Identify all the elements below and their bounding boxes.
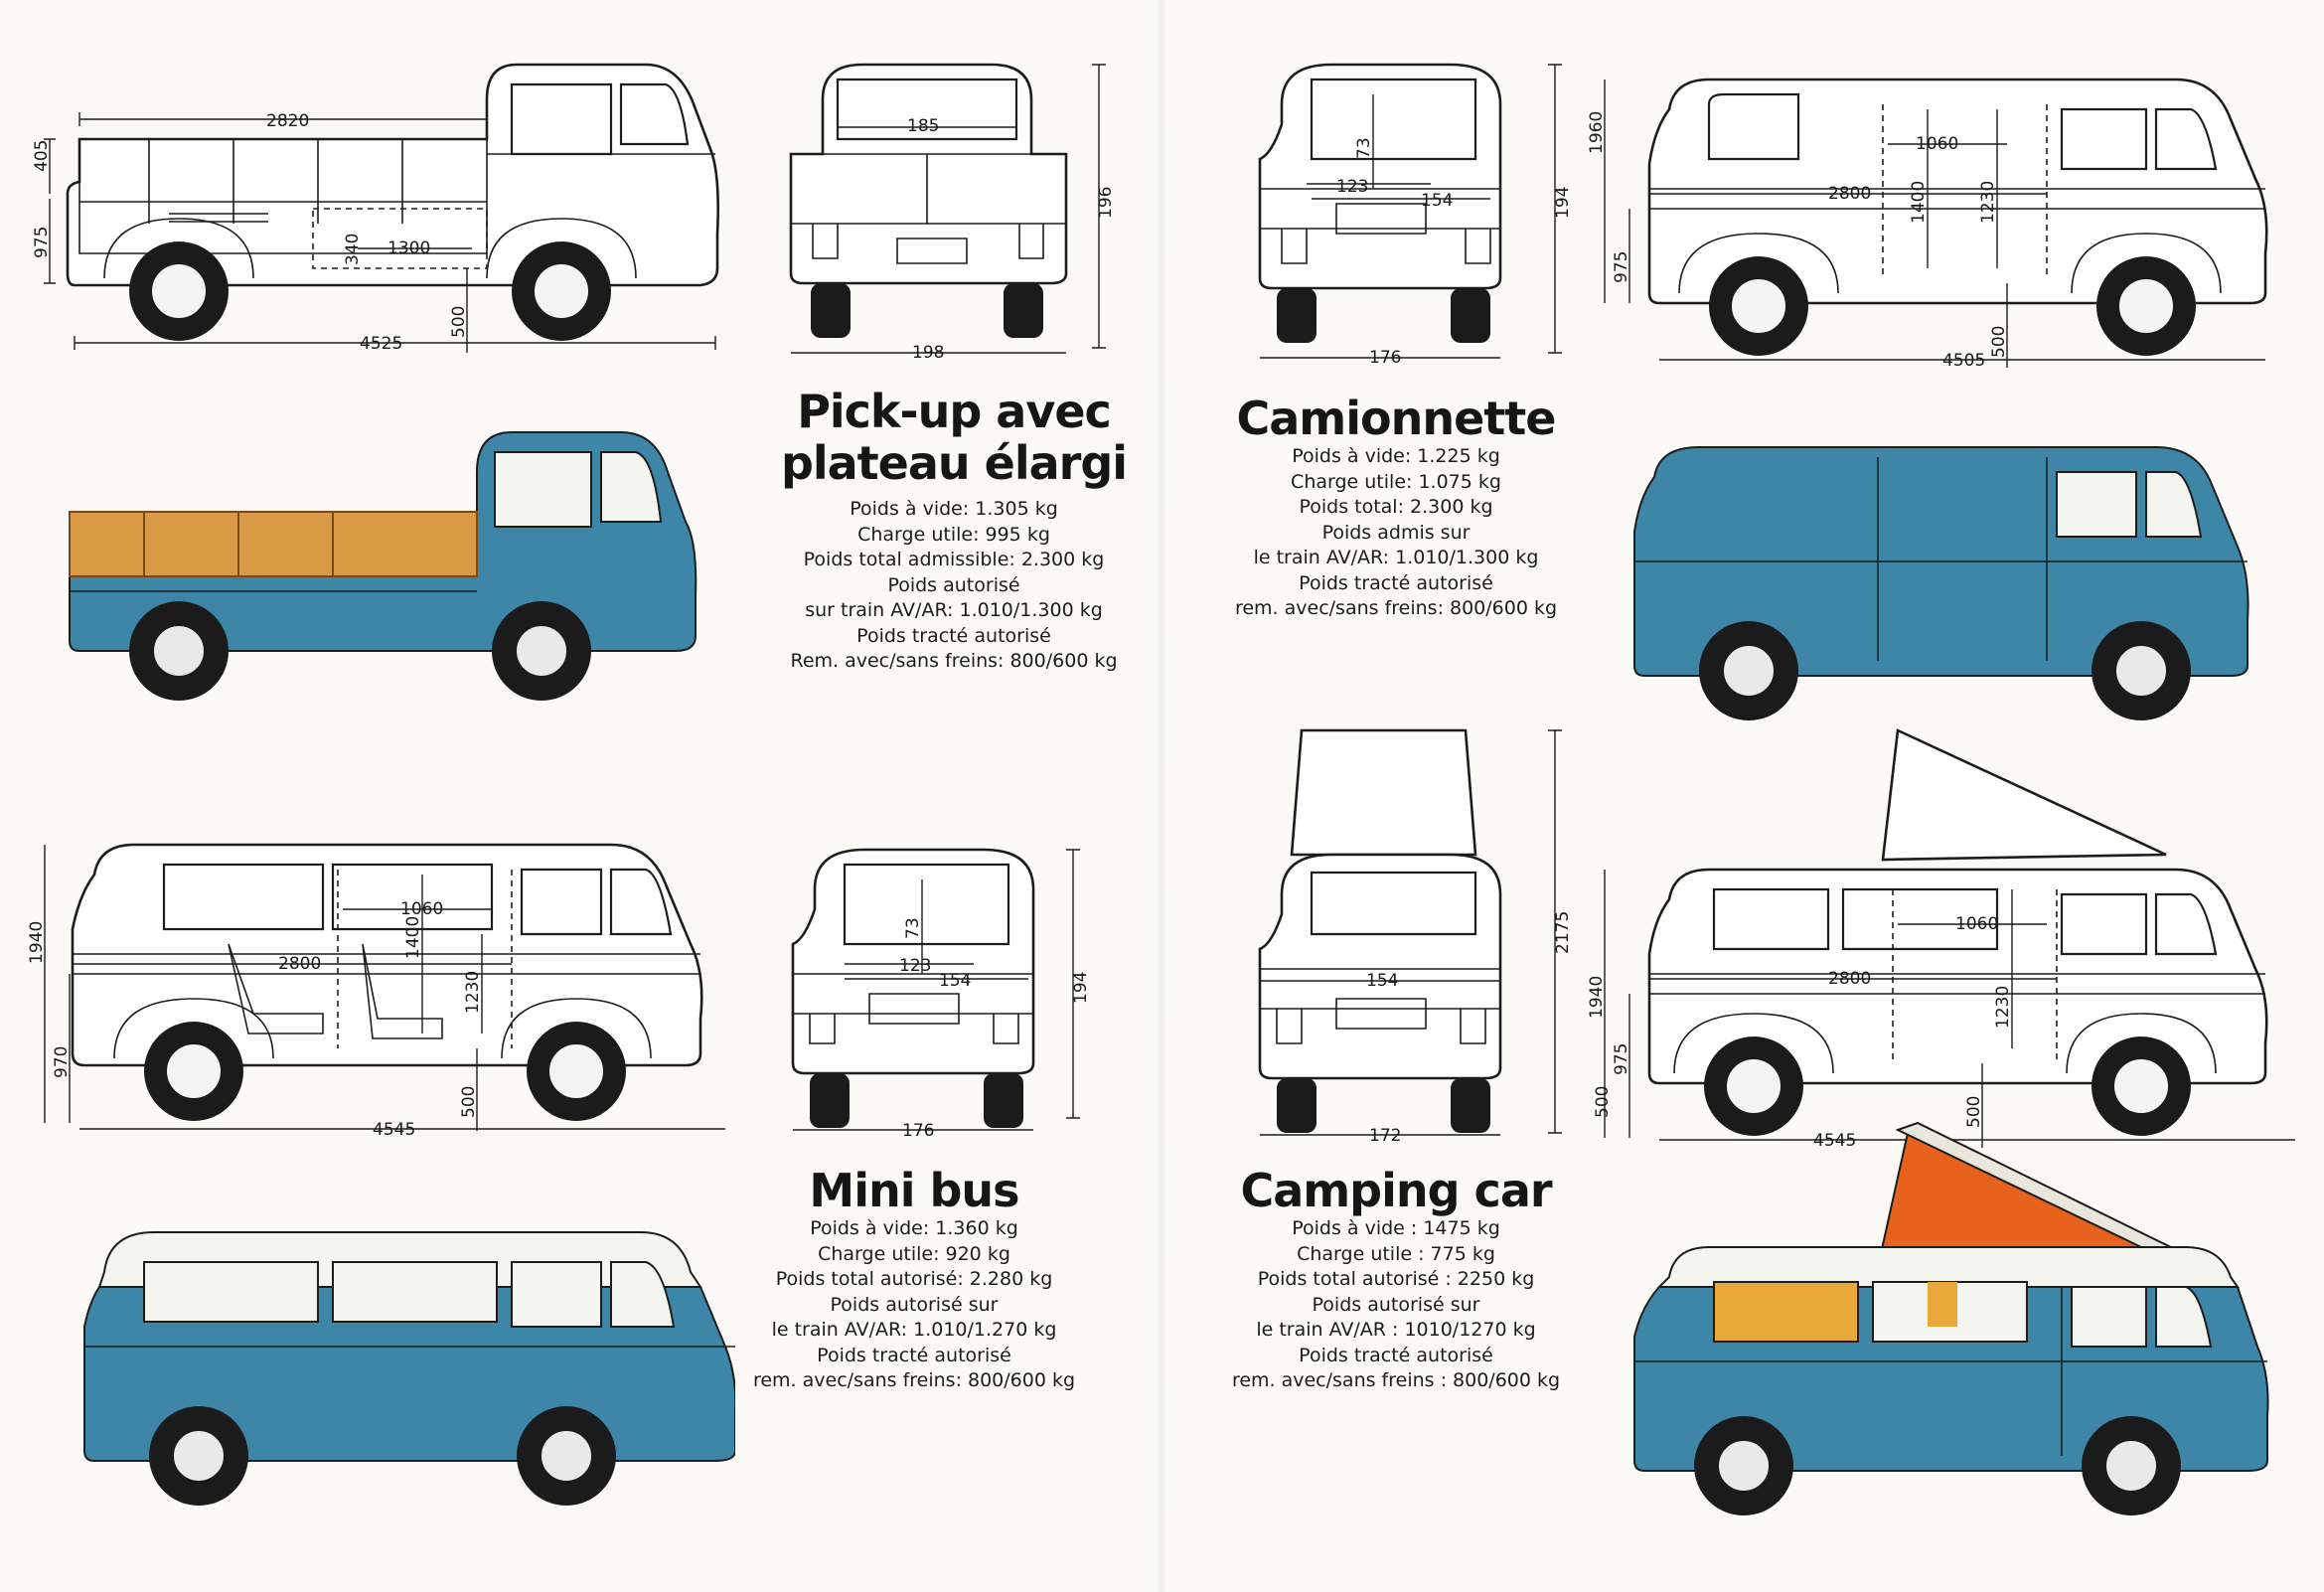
minibus-spec-line: Charge utile: 920 kg [818, 1242, 1010, 1265]
minibus-spec-line: Poids autorisé sur [830, 1293, 999, 1316]
camper-side-drawing: 1060 2800 1230 1940 500 500 975 4545 [1580, 728, 2305, 1158]
van-spec-line: Poids à vide: 1.225 kg [1292, 445, 1500, 467]
van-dim-width: 176 [1369, 348, 1401, 368]
camper-dim-sill-height: 975 [1612, 1043, 1631, 1075]
camper-spec-line: le train AV/AR : 1010/1270 kg [1256, 1319, 1536, 1341]
minibus-dim-door-width: 154 [939, 971, 971, 991]
pickup-spec-line: Poids à vide: 1.305 kg [850, 498, 1058, 520]
minibus-spec-line: le train AV/AR: 1.010/1.270 kg [771, 1319, 1057, 1341]
van-dim-ground: 500 [1989, 326, 2009, 358]
pickup-dim-box-height: 340 [343, 234, 363, 265]
pickup-title-line2: plateau élargi [780, 436, 1128, 490]
minibus-dim-inner-width: 123 [899, 956, 931, 976]
camper-dim-width: 172 [1369, 1126, 1401, 1146]
minibus-spec-line: rem. avec/sans freins: 800/600 kg [752, 1369, 1076, 1391]
pickup-dim-ground: 500 [449, 306, 469, 338]
minibus-dim-height: 1940 [27, 921, 47, 964]
minibus-dim-window-height: 73 [903, 917, 923, 939]
camper-dim-height: 1940 [1587, 976, 1607, 1019]
van-spec-line: Poids tracté autorisé [1299, 571, 1493, 594]
minibus-color-illustration [79, 1227, 737, 1519]
camper-spec-line: Poids tracté autorisé [1299, 1344, 1493, 1366]
minibus-title: Mini bus [809, 1164, 1019, 1217]
camper-spec-line: rem. avec/sans freins : 800/600 kg [1231, 1369, 1561, 1391]
camper-spec-line: Charge utile : 775 kg [1297, 1242, 1495, 1265]
van-spec-block: Camionnette Poids à vide: 1.225 kg Charg… [1197, 393, 1595, 622]
van-spec-line: le train AV/AR: 1.010/1.300 kg [1253, 547, 1539, 568]
pickup-dim-bed-width: 185 [907, 116, 939, 136]
pickup-dim-bed-length: 2820 [266, 111, 309, 131]
pickup-spec-line: Charge utile: 995 kg [857, 523, 1050, 546]
van-dim-length: 4505 [1942, 351, 1985, 371]
pickup-dim-box-width: 1300 [387, 239, 430, 258]
minibus-dim-length: 4545 [373, 1120, 415, 1140]
camper-rear-drawing: 154 2175 172 [1252, 725, 1580, 1153]
van-dim-sill-height: 975 [1612, 251, 1631, 283]
van-spec-line: Charge utile: 1.075 kg [1291, 470, 1501, 493]
minibus-dim-door-height: 1230 [463, 971, 483, 1014]
camper-title: Camping car [1240, 1164, 1552, 1217]
minibus-side-drawing: 1060 2800 1400 1230 1940 970 500 4545 [25, 835, 740, 1143]
van-dim-window-height: 73 [1354, 137, 1374, 159]
minibus-rear-drawing: 73 123 154 194 176 [785, 848, 1103, 1153]
pickup-dim-height: 196 [1096, 187, 1116, 219]
minibus-spec-line: Poids à vide: 1.360 kg [810, 1217, 1018, 1239]
van-dim-height: 194 [1553, 187, 1573, 219]
pickup-spec-line: Poids total admissible: 2.300 kg [803, 549, 1105, 570]
camper-spec-line: Poids total autorisé : 2250 kg [1257, 1268, 1535, 1290]
pickup-spec-line: sur train AV/AR: 1.010/1.300 kg [805, 599, 1103, 621]
minibus-dim-cabin-length: 2800 [278, 954, 321, 974]
pickup-spec-line: Poids autorisé [887, 573, 1020, 596]
camper-dim-ground-right: 500 [1964, 1096, 1984, 1128]
minibus-spec-block: Mini bus Poids à vide: 1.360 kg Charge u… [715, 1165, 1113, 1394]
van-dim-height: 1960 [1587, 111, 1607, 154]
van-dim-door-width: 1060 [1916, 134, 1958, 154]
camper-dim-height: 2175 [1553, 911, 1573, 954]
van-dim-inner-width: 123 [1336, 177, 1368, 197]
camper-color-illustration [1629, 1118, 2285, 1539]
camper-spec-line: Poids à vide : 1475 kg [1292, 1217, 1500, 1239]
pickup-dim-bed-height: 405 [32, 140, 52, 172]
camper-spec-block: Camping car Poids à vide : 1475 kg Charg… [1197, 1165, 1595, 1394]
van-dim-cargo-length: 2800 [1828, 184, 1871, 204]
pickup-spec-line: Poids tracté autorisé [856, 624, 1051, 647]
van-dim-door-width: 154 [1421, 191, 1453, 211]
camper-dim-ground: 500 [1593, 1086, 1613, 1118]
van-spec-line: Poids total: 2.300 kg [1299, 496, 1493, 518]
pickup-rear-drawing: 185 196 198 [783, 60, 1121, 363]
camper-spec-line: Poids autorisé sur [1312, 1293, 1480, 1316]
van-dim-door-height: 1230 [1978, 181, 1998, 224]
pickup-side-drawing: 2820 405 975 1300 340 500 4525 [20, 55, 735, 363]
van-dim-inner-height: 1400 [1909, 181, 1929, 224]
van-color-illustration [1629, 437, 2275, 734]
page-fold [1155, 0, 1168, 1592]
camper-dim-door-height: 1230 [1993, 986, 2013, 1029]
camper-dim-length: 4545 [1813, 1131, 1856, 1151]
pickup-spec-block: Pick-up avec plateau élargi Poids à vide… [745, 386, 1162, 675]
van-title: Camionnette [1236, 392, 1557, 445]
camper-dim-door-width: 1060 [1955, 914, 1998, 934]
minibus-dim-sill-height: 970 [52, 1046, 72, 1078]
minibus-dim-inner-height: 1400 [403, 916, 423, 959]
van-spec-line: Poids admis sur [1321, 521, 1471, 544]
minibus-dim-width: 176 [902, 1121, 934, 1141]
minibus-dim-ground: 500 [459, 1086, 479, 1118]
pickup-dim-width: 198 [912, 343, 944, 363]
pickup-dim-length: 4525 [360, 334, 402, 354]
pickup-title-line1: Pick-up avec [797, 385, 1112, 438]
minibus-spec-line: Poids total autorisé: 2.280 kg [775, 1268, 1053, 1290]
minibus-dim-height: 194 [1071, 972, 1091, 1004]
pickup-spec-line: Rem. avec/sans freins: 800/600 kg [790, 650, 1118, 672]
van-side-drawing: 1060 2800 1400 1230 1960 975 500 4505 [1580, 70, 2305, 378]
camper-dim-cabin-length: 2800 [1828, 969, 1871, 989]
camper-dim-door-width: 154 [1366, 971, 1398, 991]
pickup-dim-sill-height: 975 [32, 227, 52, 258]
minibus-spec-line: Poids tracté autorisé [817, 1344, 1011, 1366]
van-rear-drawing: 73 123 154 194 176 [1252, 63, 1580, 368]
pickup-color-illustration [60, 427, 715, 719]
van-spec-line: rem. avec/sans freins: 800/600 kg [1234, 597, 1558, 619]
